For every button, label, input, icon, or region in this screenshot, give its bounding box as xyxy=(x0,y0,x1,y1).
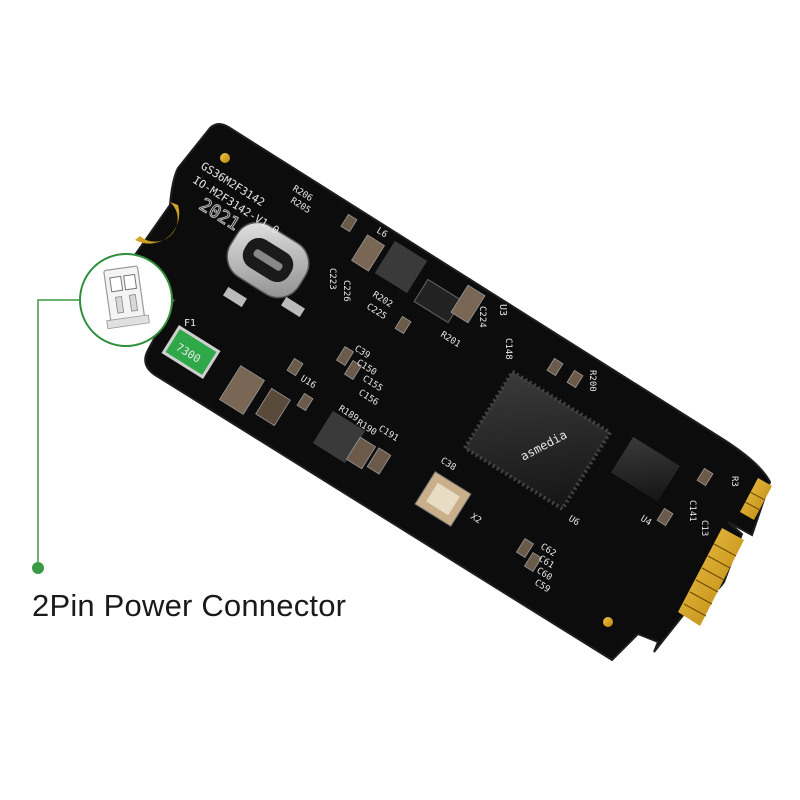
ref-c226: C226 xyxy=(341,280,351,302)
ref-u6: U6 xyxy=(566,514,580,528)
mounting-hole xyxy=(220,153,230,163)
ref-c13: C13 xyxy=(699,520,709,536)
secondary-chips xyxy=(312,240,680,502)
connector-caption: 2Pin Power Connector xyxy=(32,588,347,623)
ref-c148: C148 xyxy=(503,338,513,360)
callout-dot xyxy=(32,562,44,574)
ref-u4: U4 xyxy=(638,514,652,528)
fuse-f1: 7300 F1 xyxy=(161,318,221,379)
ref-c223: C223 xyxy=(327,268,337,290)
mounting-hole xyxy=(603,617,613,627)
ref-r3: R3 xyxy=(729,476,739,487)
ref-c141: C141 xyxy=(687,500,697,522)
usb-c-port xyxy=(223,221,310,318)
controller-chip: asmedia xyxy=(462,368,613,512)
ref-c224: C224 xyxy=(477,306,487,328)
power-connector-zoom xyxy=(79,253,173,347)
ref-x2: X2 xyxy=(468,512,482,526)
ref-u3: U3 xyxy=(497,304,508,316)
crystal-oscillator xyxy=(414,471,472,527)
fuse-label: F1 xyxy=(184,318,196,329)
edge-connector xyxy=(678,478,772,626)
ref-l6: L6 xyxy=(374,226,388,240)
callout-line xyxy=(32,299,80,574)
ref-r200: R200 xyxy=(587,370,597,392)
passive-components xyxy=(218,213,714,572)
